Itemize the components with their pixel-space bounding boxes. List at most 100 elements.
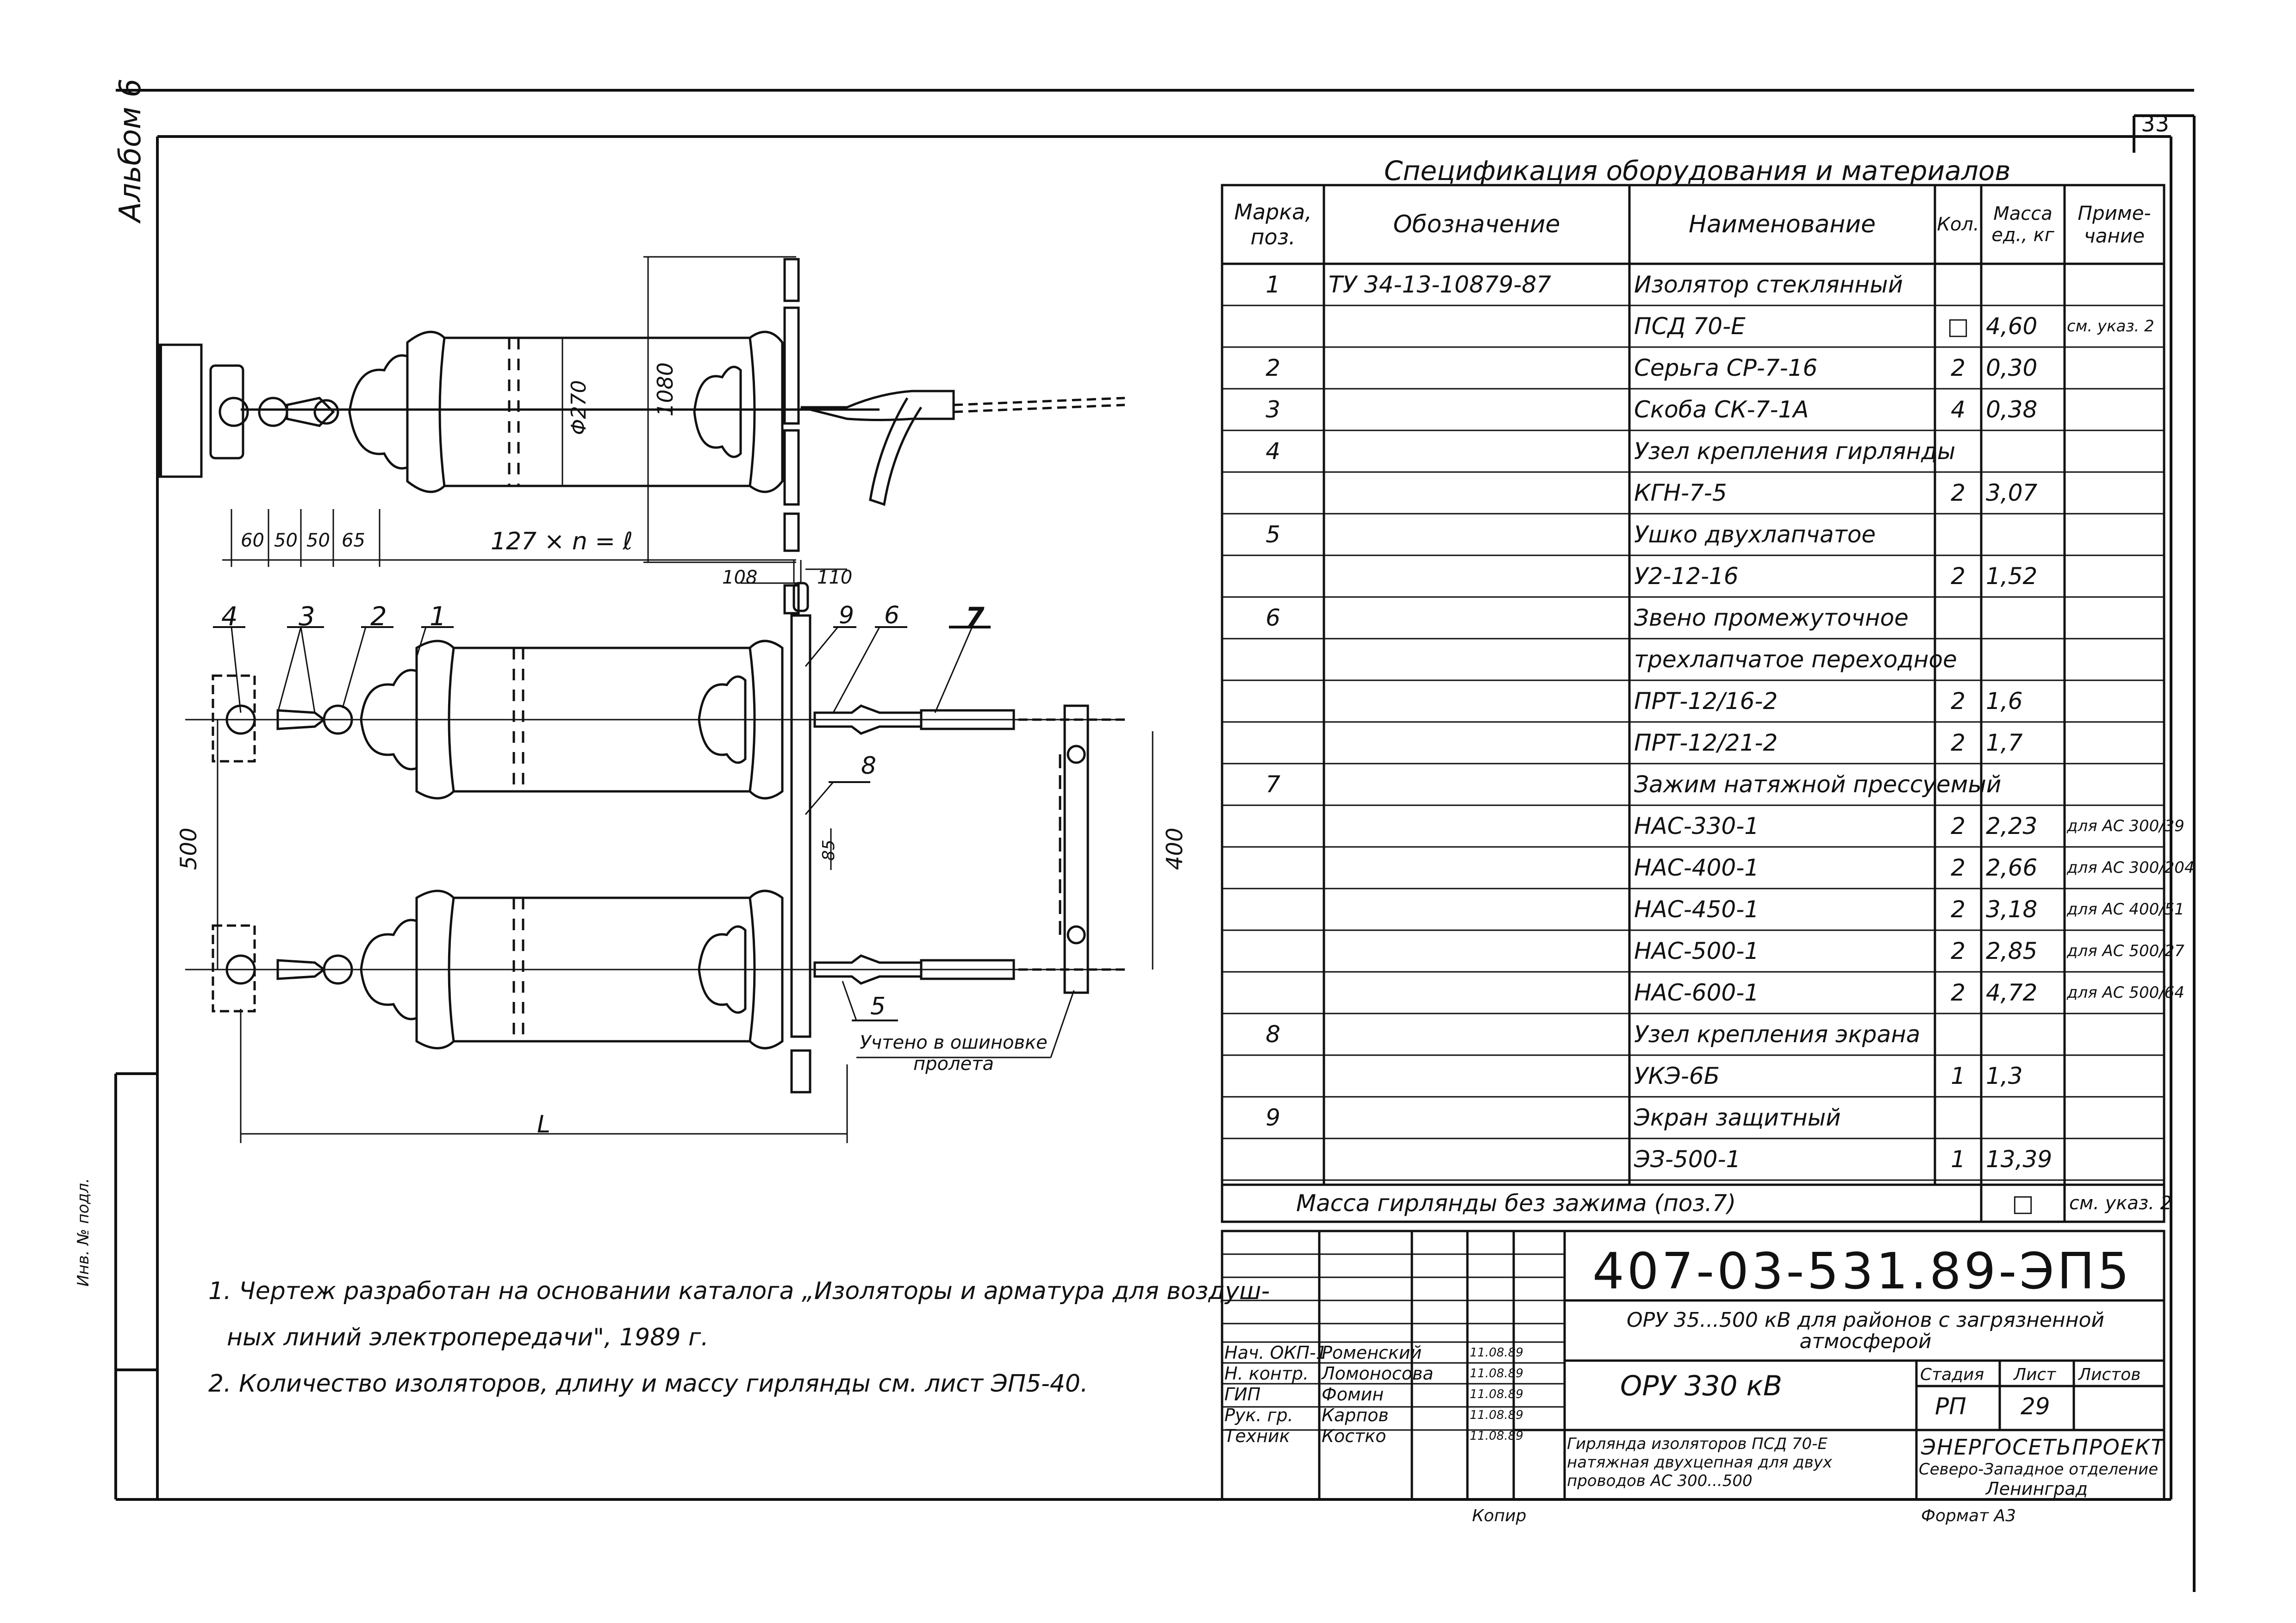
spec-cell-mass: 13,39 xyxy=(1986,1146,2053,1173)
spec-cell-qty xyxy=(1935,639,1981,680)
callout-5: 5 xyxy=(870,993,886,1020)
spec-cell-mass xyxy=(1986,764,2065,805)
spec-cell-name: Зажим натяжной прессуемый xyxy=(1634,771,2002,798)
spec-cell-pos xyxy=(1222,972,1324,1014)
spec-cell-pos: 6 xyxy=(1266,604,1280,631)
spec-cell-designation xyxy=(1329,805,1629,847)
spec-head-designation: Обозначение xyxy=(1393,211,1560,238)
callout-3: 3 xyxy=(299,602,315,632)
spec-cell-name: ПСД 70-Е xyxy=(1634,313,1746,340)
dim-L: L xyxy=(537,1111,550,1138)
spec-cell-pos: 7 xyxy=(1266,771,1280,798)
spec-cell-name: Экран защитный xyxy=(1634,1104,1841,1131)
spec-cell-note: см. указ. 2 xyxy=(2067,317,2154,336)
spec-cell-mass xyxy=(1986,430,2065,472)
dim-500: 500 xyxy=(176,827,202,870)
object-name: ОРУ 330 кВ xyxy=(1620,1370,1783,1402)
spec-cell-designation xyxy=(1329,514,1629,555)
spec-cell-pos: 1 xyxy=(1266,271,1280,298)
spec-cell-mass: 2,23 xyxy=(1986,813,2038,839)
spec-cell-note: для АС 500/64 xyxy=(2067,983,2184,1002)
spec-cell-name: КГН-7-5 xyxy=(1634,479,1727,506)
spec-cell-name: ПРТ-12/16-2 xyxy=(1634,688,1778,715)
callout-4: 4 xyxy=(221,602,238,632)
spec-cell-qty xyxy=(1935,1097,1981,1138)
spec-cell-mass: 1,52 xyxy=(1986,563,2038,590)
spec-cell-note xyxy=(2067,764,2164,805)
signature-name: Ломоносова xyxy=(1322,1363,1434,1384)
spec-cell-pos xyxy=(1222,639,1324,680)
spec-cell-pos xyxy=(1222,847,1324,889)
dim-110: 110 xyxy=(817,567,853,588)
spec-cell-designation xyxy=(1329,1014,1629,1055)
org-name: ЭНЕРГОСЕТЬПРОЕКТ xyxy=(1921,1435,2165,1460)
sheet-number: 33 xyxy=(2141,111,2170,137)
spec-head-pos: Марка, поз. xyxy=(1234,199,1312,249)
dim-length-formula: 127 × n = ℓ xyxy=(491,528,633,555)
spec-cell-mass: 4,72 xyxy=(1986,979,2038,1006)
spec-cell-note xyxy=(2067,1138,2164,1180)
callout-6: 6 xyxy=(884,602,900,629)
dim-diameter: Φ270 xyxy=(567,380,591,435)
spec-cell-name: НАС-600-1 xyxy=(1634,979,1759,1006)
spec-cell-qty xyxy=(1935,764,1981,805)
spec-cell-mass: 2,85 xyxy=(1986,938,2038,964)
org-city: Ленинград xyxy=(1986,1479,2088,1499)
album-label: Альбом 6 xyxy=(113,78,148,222)
spec-cell-pos: 2 xyxy=(1266,354,1280,381)
drawing-title: Гирлянда изоляторов ПСД 70-Е натяжная дв… xyxy=(1567,1435,1832,1490)
signature-role: Рук. гр. xyxy=(1224,1405,1293,1425)
spec-cell-mass xyxy=(1986,1097,2065,1138)
spec-cell-note xyxy=(2067,1014,2164,1055)
dim-400: 400 xyxy=(1162,827,1188,870)
spec-cell-designation xyxy=(1329,847,1629,889)
org-branch: Северо-Западное отделение xyxy=(1919,1460,2159,1479)
spec-cell-mass: 1,6 xyxy=(1986,688,2023,715)
callout-7: 7 xyxy=(965,602,985,634)
dim-50a: 50 xyxy=(274,530,298,551)
dim-65: 65 xyxy=(342,530,365,551)
spec-cell-name: Скоба СК-7-1А xyxy=(1634,396,1809,423)
spec-cell-note xyxy=(2067,1055,2164,1097)
spec-cell-qty: 4 xyxy=(1951,396,1965,423)
spec-head-note: Приме- чание xyxy=(2078,202,2151,247)
spec-cell-qty: □ xyxy=(1947,313,1969,340)
callout-1: 1 xyxy=(430,602,446,632)
callout-2: 2 xyxy=(370,602,387,632)
spec-cell-mass: 0,30 xyxy=(1986,354,2038,381)
project-name: ОРУ 35...500 кВ для районов с загрязненн… xyxy=(1627,1308,2104,1353)
spec-head-mass: Масса ед., кг xyxy=(1991,203,2054,246)
spec-cell-qty: 2 xyxy=(1951,854,1965,881)
spec-cell-note xyxy=(2067,680,2164,722)
spec-cell-name: Серьга СР-7-16 xyxy=(1634,354,1818,381)
spec-cell-pos xyxy=(1222,889,1324,930)
spec-cell-mass xyxy=(1986,597,2065,639)
dim-1080: 1080 xyxy=(653,362,678,417)
note-1-line-2: ных линий электропередачи", 1989 г. xyxy=(227,1324,709,1351)
spec-cell-pos xyxy=(1222,305,1324,347)
spec-cell-mass: 2,66 xyxy=(1986,854,2038,881)
spec-cell-designation xyxy=(1329,930,1629,972)
spec-cell-qty: 1 xyxy=(1951,1063,1965,1089)
spec-head-qty: Кол. xyxy=(1937,214,1979,235)
sheet-label: Лист xyxy=(2014,1365,2056,1384)
spec-cell-designation xyxy=(1329,430,1629,472)
spec-cell-qty xyxy=(1935,514,1981,555)
spec-cell-designation xyxy=(1329,472,1629,514)
spec-cell-designation xyxy=(1329,1055,1629,1097)
spec-cell-designation: ТУ 34-13-10879-87 xyxy=(1329,271,1551,298)
spec-cell-pos: 8 xyxy=(1266,1021,1280,1048)
spec-cell-name: НАС-400-1 xyxy=(1634,854,1759,881)
stage-value: РП xyxy=(1935,1393,1966,1420)
